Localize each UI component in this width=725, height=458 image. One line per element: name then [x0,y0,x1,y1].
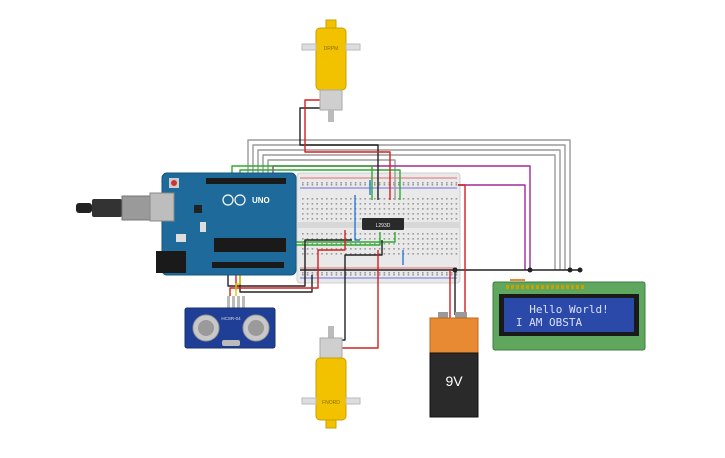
arduino-board-name: UNO [252,196,270,205]
lcd-display[interactable]: Hello World! I AM OBSTA [492,281,646,351]
ultrasonic-sensor[interactable]: HCSR-04 [184,296,276,349]
breadboard-holes [302,182,458,276]
ultrasonic-label: HCSR-04 [221,316,241,321]
motor-bottom-label: FNORD [322,400,340,406]
battery-9v[interactable]: 9V [429,312,479,418]
lcd-line-2: I AM OBSTA [516,316,583,329]
arduino-uno[interactable]: UNO [76,172,297,276]
motor-bottom[interactable]: FNORD [301,326,361,429]
battery-label: 9V [445,373,463,389]
driver-chip-label: L293D [376,223,391,229]
motor-top-label: DRPM [324,46,339,52]
motor-top[interactable]: DRPM [301,19,361,122]
driver-chip[interactable]: L293D [362,218,404,230]
lcd-pin-header [506,285,584,289]
lcd-line-1: Hello World! [529,303,608,316]
